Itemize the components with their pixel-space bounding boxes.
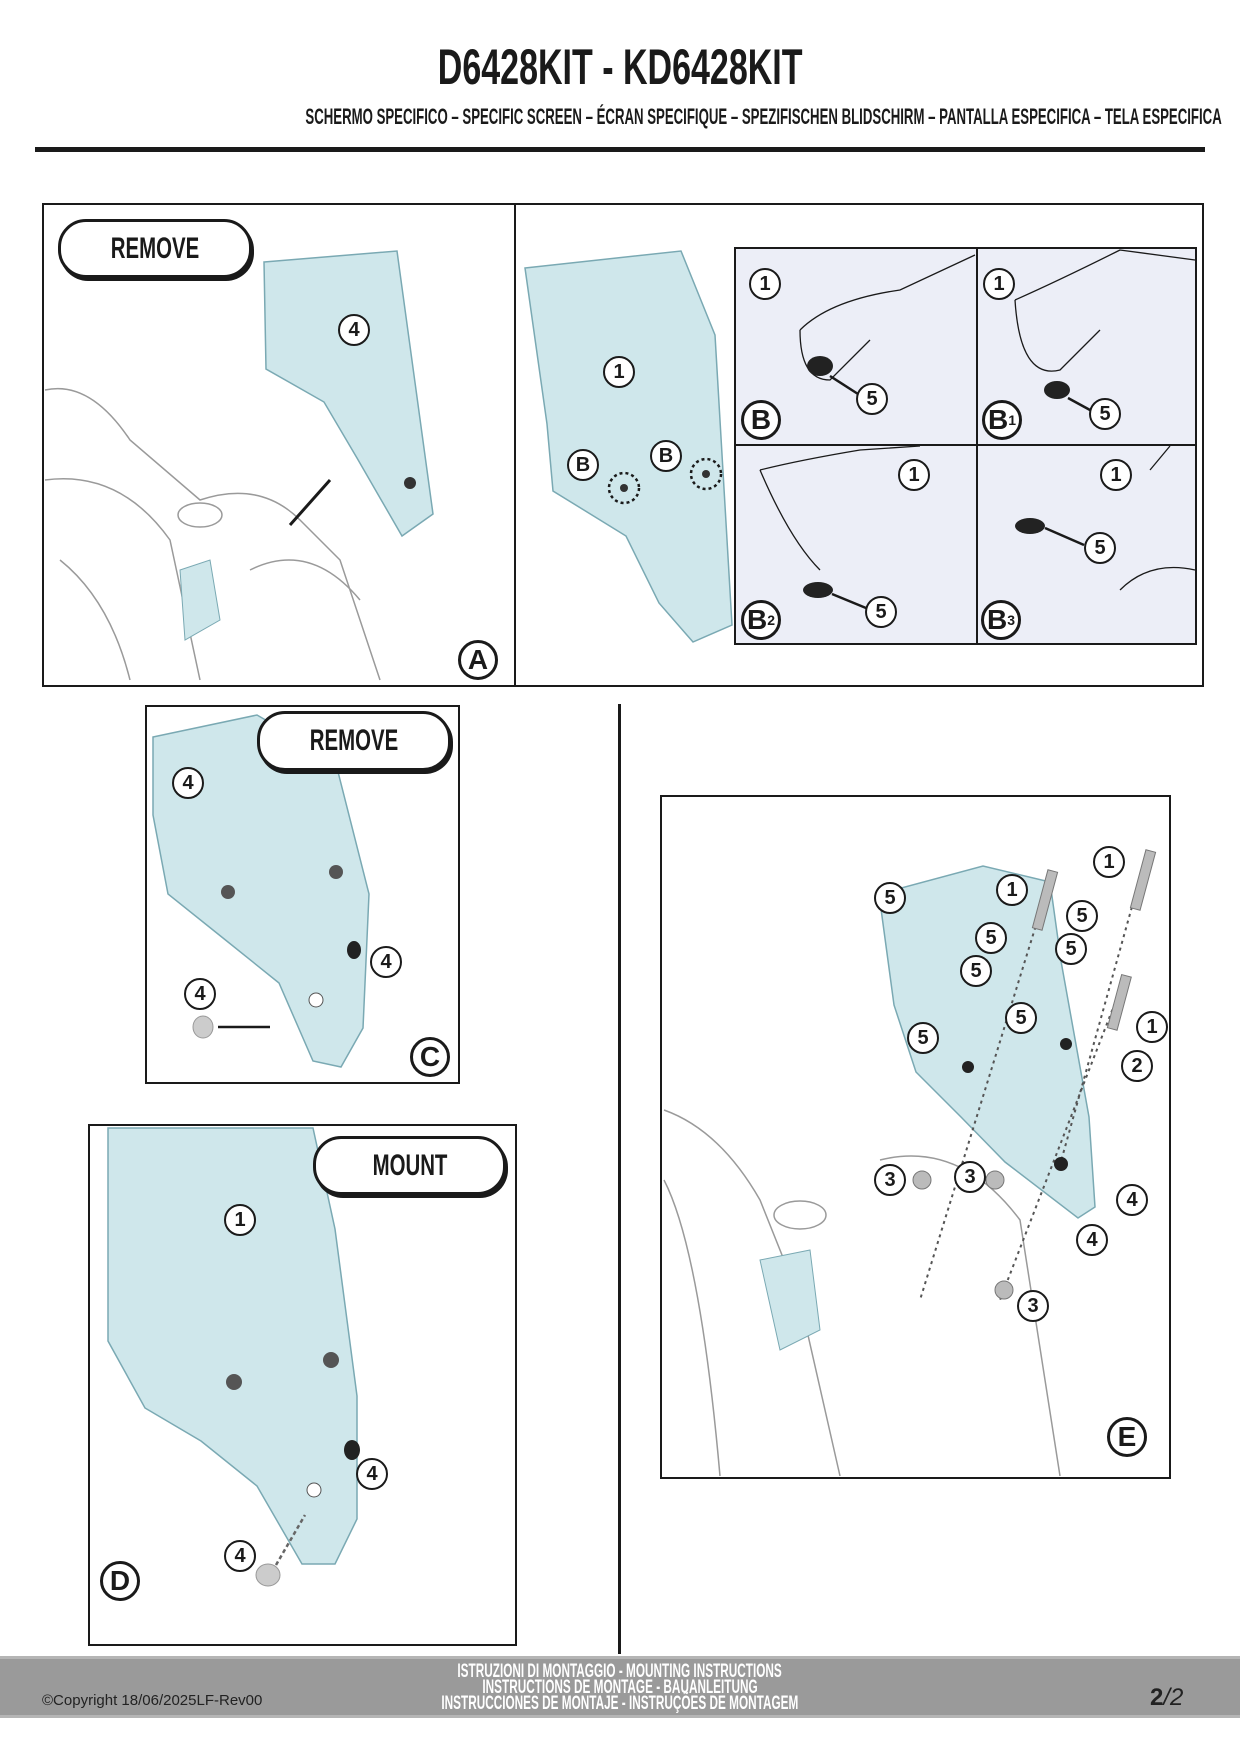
- footer-line-3: INSTRUCCIONES DE MONTAJE - INSTRUÇÕES DE…: [0, 1693, 1240, 1714]
- callout-5: 5: [1084, 532, 1116, 564]
- windscreen-d: [107, 1127, 358, 1565]
- callout-1: 1: [603, 356, 635, 388]
- callout-4: 4: [370, 946, 402, 978]
- callout-1: 1: [749, 268, 781, 300]
- callout-5: 5: [856, 383, 888, 415]
- callout-5: 5: [1089, 398, 1121, 430]
- grommet-b: [807, 356, 833, 376]
- panel-letter-c: C: [410, 1037, 450, 1077]
- callout-3: 3: [954, 1161, 986, 1193]
- callout-4: 4: [224, 1540, 256, 1572]
- motorcycle-sketch-a: [44, 387, 381, 681]
- windscreen-1: [524, 250, 733, 643]
- column-divider: [618, 704, 621, 1654]
- step-letter: B: [750, 404, 772, 435]
- panel-letter-a: A: [458, 640, 498, 680]
- footer-line-2: INSTRUCTIONS DE MONTAGE - BAUANLEITUNG: [0, 1677, 1240, 1698]
- callout-3: 3: [1017, 1290, 1049, 1322]
- remove-label-a: REMOVE: [58, 219, 252, 278]
- callout-5: 5: [1005, 1002, 1037, 1034]
- callout-4: 4: [1116, 1184, 1148, 1216]
- page-total: /2: [1163, 1684, 1184, 1711]
- callout-1: 1: [996, 874, 1028, 906]
- step-letter: B: [986, 604, 1008, 635]
- callout-1: 1: [898, 459, 930, 491]
- remove-label-c: REMOVE: [257, 711, 451, 771]
- footer-band: ISTRUZIONI DI MONTAGGIO - MOUNTING INSTR…: [0, 1656, 1240, 1718]
- footer-line-1: ISTRUZIONI DI MONTAGGIO - MOUNTING INSTR…: [0, 1661, 1240, 1682]
- callout-3: 3: [874, 1164, 906, 1196]
- step-index: 2: [767, 612, 776, 628]
- title-text: D6428KIT - KD6428KIT: [437, 39, 803, 95]
- callout-2: 2: [1121, 1050, 1153, 1082]
- remove-text: REMOVE: [110, 231, 200, 265]
- panel-letter-e: E: [1107, 1417, 1147, 1457]
- callout-5: 5: [975, 922, 1007, 954]
- callout-5: 5: [907, 1022, 939, 1054]
- callout-1: 1: [983, 268, 1015, 300]
- copyright: ©Copyright 18/06/2025LF-Rev00: [42, 1692, 263, 1709]
- callout-1: 1: [224, 1204, 256, 1236]
- panel-letter-d: D: [100, 1561, 140, 1601]
- callout-5: 5: [960, 955, 992, 987]
- page-number: 2/2: [1150, 1684, 1183, 1712]
- callout-5: 5: [1066, 900, 1098, 932]
- callout-4: 4: [356, 1458, 388, 1490]
- document-subtitle: SCHERMO SPECIFICO – SPECIFIC SCREEN – ÉC…: [0, 104, 1240, 130]
- page-current: 2: [1150, 1684, 1164, 1711]
- mount-text: MOUNT: [372, 1148, 447, 1182]
- step-letter: B: [987, 404, 1009, 435]
- callout-4: 4: [1076, 1224, 1108, 1256]
- callout-5: 5: [874, 882, 906, 914]
- callout-5: 5: [1055, 933, 1087, 965]
- step-label-b: B: [741, 400, 781, 440]
- step-letter: B: [746, 604, 768, 635]
- footer-text: INSTRUCCIONES DE MONTAJE - INSTRUÇÕES DE…: [441, 1693, 799, 1714]
- step-index: 3: [1007, 612, 1016, 628]
- callout-b: B: [567, 449, 599, 481]
- arrow-a: [288, 479, 332, 526]
- footer-text: INSTRUCTIONS DE MONTAGE - BAUANLEITUNG: [482, 1677, 758, 1698]
- callout-5: 5: [865, 596, 897, 628]
- footer-text: ISTRUZIONI DI MONTAGGIO - MOUNTING INSTR…: [457, 1661, 783, 1682]
- callout-4: 4: [184, 978, 216, 1010]
- subtitle-text: SCHERMO SPECIFICO – SPECIFIC SCREEN – ÉC…: [305, 104, 1222, 129]
- windscreen-a: [263, 250, 434, 538]
- callout-1: 1: [1100, 459, 1132, 491]
- document-title: D6428KIT - KD6428KIT: [0, 38, 1240, 96]
- mount-label-d: MOUNT: [313, 1136, 506, 1195]
- windscreen-e: [878, 865, 1096, 1219]
- callout-b: B: [650, 440, 682, 472]
- panel-a: [42, 203, 516, 687]
- callout-1: 1: [1136, 1011, 1168, 1043]
- step-index: 1: [1008, 412, 1017, 428]
- callout-1: 1: [1093, 846, 1125, 878]
- callout-4: 4: [338, 314, 370, 346]
- callout-4: 4: [172, 767, 204, 799]
- hand-sketches: [759, 249, 1196, 591]
- remove-text: REMOVE: [309, 724, 399, 757]
- header-rule: [35, 147, 1205, 152]
